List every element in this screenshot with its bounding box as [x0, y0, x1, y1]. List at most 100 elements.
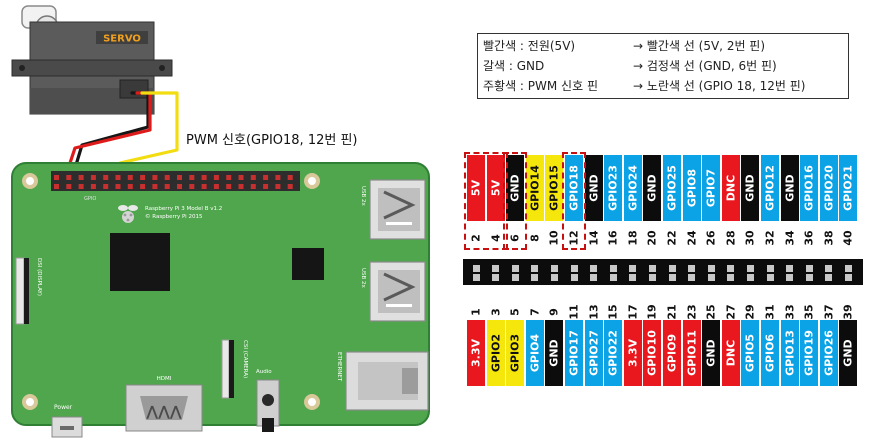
pin-cell-38: GPIO20 [819, 155, 838, 221]
pin-cell-30: GND [741, 155, 760, 221]
servo-label: SERVO [103, 34, 141, 45]
pin-number-text: 27 [724, 304, 738, 320]
header-pin [570, 274, 578, 281]
header-pin [668, 265, 676, 272]
pin-number-1: 1 [467, 302, 485, 322]
pin-cell-6: GND [506, 155, 525, 221]
csi-label: CSI (CAMERA) [242, 340, 248, 378]
pin-number-17: 17 [624, 302, 642, 322]
pin-number-text: 5 [508, 308, 522, 316]
pin-number-11: 11 [565, 302, 583, 322]
pin-number-15: 15 [604, 302, 622, 322]
header-pin [609, 265, 617, 272]
board-gpio-pin [66, 184, 72, 189]
pin-number-25: 25 [702, 302, 720, 322]
pin-number-34: 34 [781, 228, 799, 248]
pin-label: GPIO12 [763, 165, 777, 211]
board-gpio-pin [152, 175, 158, 180]
pin-number-3: 3 [487, 302, 505, 322]
pin-cell-23: GPIO11 [682, 320, 701, 386]
pin-label: GPIO9 [665, 333, 679, 373]
header-pin [825, 265, 833, 272]
pin-number-20: 20 [643, 228, 661, 248]
pin-number-text: 29 [743, 304, 757, 320]
header-pin [609, 274, 617, 281]
pin-number-39: 39 [839, 302, 857, 322]
board-gpio-pin [90, 184, 96, 189]
pin-number-30: 30 [741, 228, 759, 248]
board-gpio-pin [263, 175, 269, 180]
header-pin [688, 265, 696, 272]
board-gpio-pin [103, 175, 109, 180]
header-pin [472, 274, 480, 281]
header-pin [472, 265, 480, 272]
pin-number-text: 24 [685, 230, 699, 246]
pin-number-text: 22 [665, 230, 679, 246]
board-gpio-pin [213, 184, 219, 189]
pin-number-32: 32 [761, 228, 779, 248]
usb-port-1 [369, 179, 426, 240]
board-gpio-pin [115, 175, 121, 180]
pin-label: 3.3V [626, 339, 640, 367]
raspberry-logo [118, 205, 138, 223]
pin-label: DNC [724, 339, 738, 367]
pin-cell-12: GPIO18 [565, 155, 583, 221]
header-pin [550, 265, 558, 272]
header-pin [805, 265, 813, 272]
pin-number-40: 40 [839, 228, 857, 248]
board-gpio-pin [164, 184, 170, 189]
usb-port-2 [369, 261, 426, 322]
board-gpio-pin [238, 175, 244, 180]
legend-right-power: → 빨간색 선 (5V, 2번 핀) [633, 39, 766, 53]
pin-number-9: 9 [545, 302, 563, 322]
pin-cell-5: GPIO3 [506, 320, 525, 386]
pin-cell-26: GPIO7 [702, 155, 721, 221]
board-gpio-pin [177, 184, 182, 189]
header-pin [668, 274, 676, 281]
pin-label: GND [547, 339, 561, 367]
pin-cell-17: 3.3V [623, 320, 642, 386]
legend-right-ground: → 검정색 선 (GND, 6번 핀) [633, 59, 777, 73]
header-pin [746, 274, 754, 281]
small-chip [292, 248, 324, 280]
pin-number-text: 15 [606, 304, 620, 320]
ethernet-label: ETHERNET [336, 352, 342, 382]
power-port [51, 416, 83, 438]
header-pin [629, 274, 637, 281]
board-gpio-pin [226, 175, 232, 180]
pin-label: GPIO17 [567, 330, 581, 376]
pin-number-text: 14 [587, 230, 601, 246]
pin-number-37: 37 [820, 302, 838, 322]
board-model-text: Raspberry Pi 3 Model B v1.2 [145, 206, 222, 212]
board-gpio-pin [226, 184, 232, 189]
pin-label: GPIO6 [763, 333, 777, 373]
pin-label: GPIO13 [783, 330, 797, 376]
pin-label: GPIO19 [802, 330, 816, 376]
pin-cell-4: 5V [486, 155, 505, 221]
pin-label: GND [645, 174, 659, 202]
header-pin [844, 265, 852, 272]
pin-label: GPIO23 [606, 165, 620, 211]
header-pin [707, 274, 715, 281]
pin-number-33: 33 [781, 302, 799, 322]
board-gpio-pin [275, 175, 281, 180]
gpio-silk-label: GPIO [84, 196, 96, 202]
header-pin [844, 274, 852, 281]
pin-number-text: 40 [841, 230, 855, 246]
board-gpio-pin [115, 184, 121, 189]
pin-label: GPIO10 [645, 330, 659, 376]
pin-cell-7: GPIO4 [525, 320, 544, 386]
board-gpio-pin [54, 175, 59, 180]
board-gpio-pin [263, 184, 269, 189]
board-gpio-pin [127, 184, 133, 189]
pin-number-19: 19 [643, 302, 661, 322]
usb-label-2: USB 2x [360, 268, 366, 289]
pin-number-text: 9 [547, 308, 561, 316]
header-pin [727, 274, 735, 281]
pin-number-text: 28 [724, 230, 738, 246]
pin-cell-36: GPIO16 [800, 155, 819, 221]
pin-label: GND [841, 339, 855, 367]
gpio-header [51, 171, 300, 191]
pin-label: GPIO24 [626, 165, 640, 211]
pin-label: GND [587, 174, 601, 202]
